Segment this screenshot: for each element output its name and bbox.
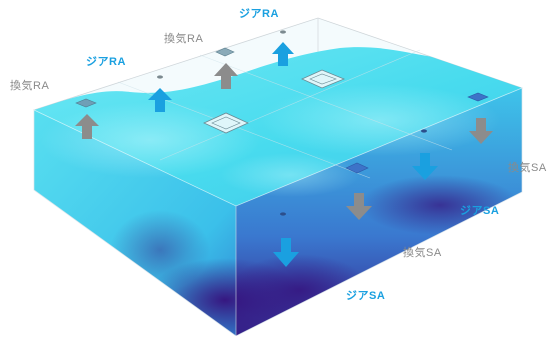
arrow-up-kanki-ra-mid: [214, 63, 238, 89]
label-kanki-sa-front: 換気SA: [403, 247, 442, 259]
vent-gia-sa-front: [280, 212, 286, 216]
label-gia-ra-top: ジアRA: [239, 8, 279, 20]
label-gia-sa-front: ジアSA: [346, 290, 386, 302]
arrow-down-gia-sa-right: [412, 153, 438, 180]
label-kanki-ra-left: 換気RA: [10, 80, 50, 92]
arrow-down-kanki-sa-front: [346, 193, 372, 220]
vent-kanki-sa-front: [345, 162, 369, 174]
ceiling-diffuser-right: [301, 69, 346, 89]
label-kanki-ra-mid: 換気RA: [164, 33, 204, 45]
vent-gia-sa-right: [421, 129, 427, 133]
label-gia-ra-left: ジアRA: [86, 56, 126, 68]
arrow-down-kanki-sa-right: [469, 118, 493, 144]
arrow-down-gia-sa-front: [273, 238, 299, 267]
vent-kanki-ra-mid: [215, 47, 235, 57]
label-kanki-sa-right: 換気SA: [508, 162, 547, 174]
vent-gia-ra-top: [280, 30, 286, 34]
arrow-up-gia-ra-left: [148, 88, 172, 112]
arrow-up-gia-ra-top: [272, 42, 294, 66]
arrow-up-kanki-ra-left: [75, 114, 99, 139]
ceiling-diffuser-left: [203, 112, 249, 134]
vent-kanki-ra-left: [75, 98, 97, 108]
label-gia-sa-right: ジアSA: [460, 205, 500, 217]
vent-gia-ra-left: [157, 75, 163, 79]
vent-kanki-sa-right: [467, 92, 489, 102]
